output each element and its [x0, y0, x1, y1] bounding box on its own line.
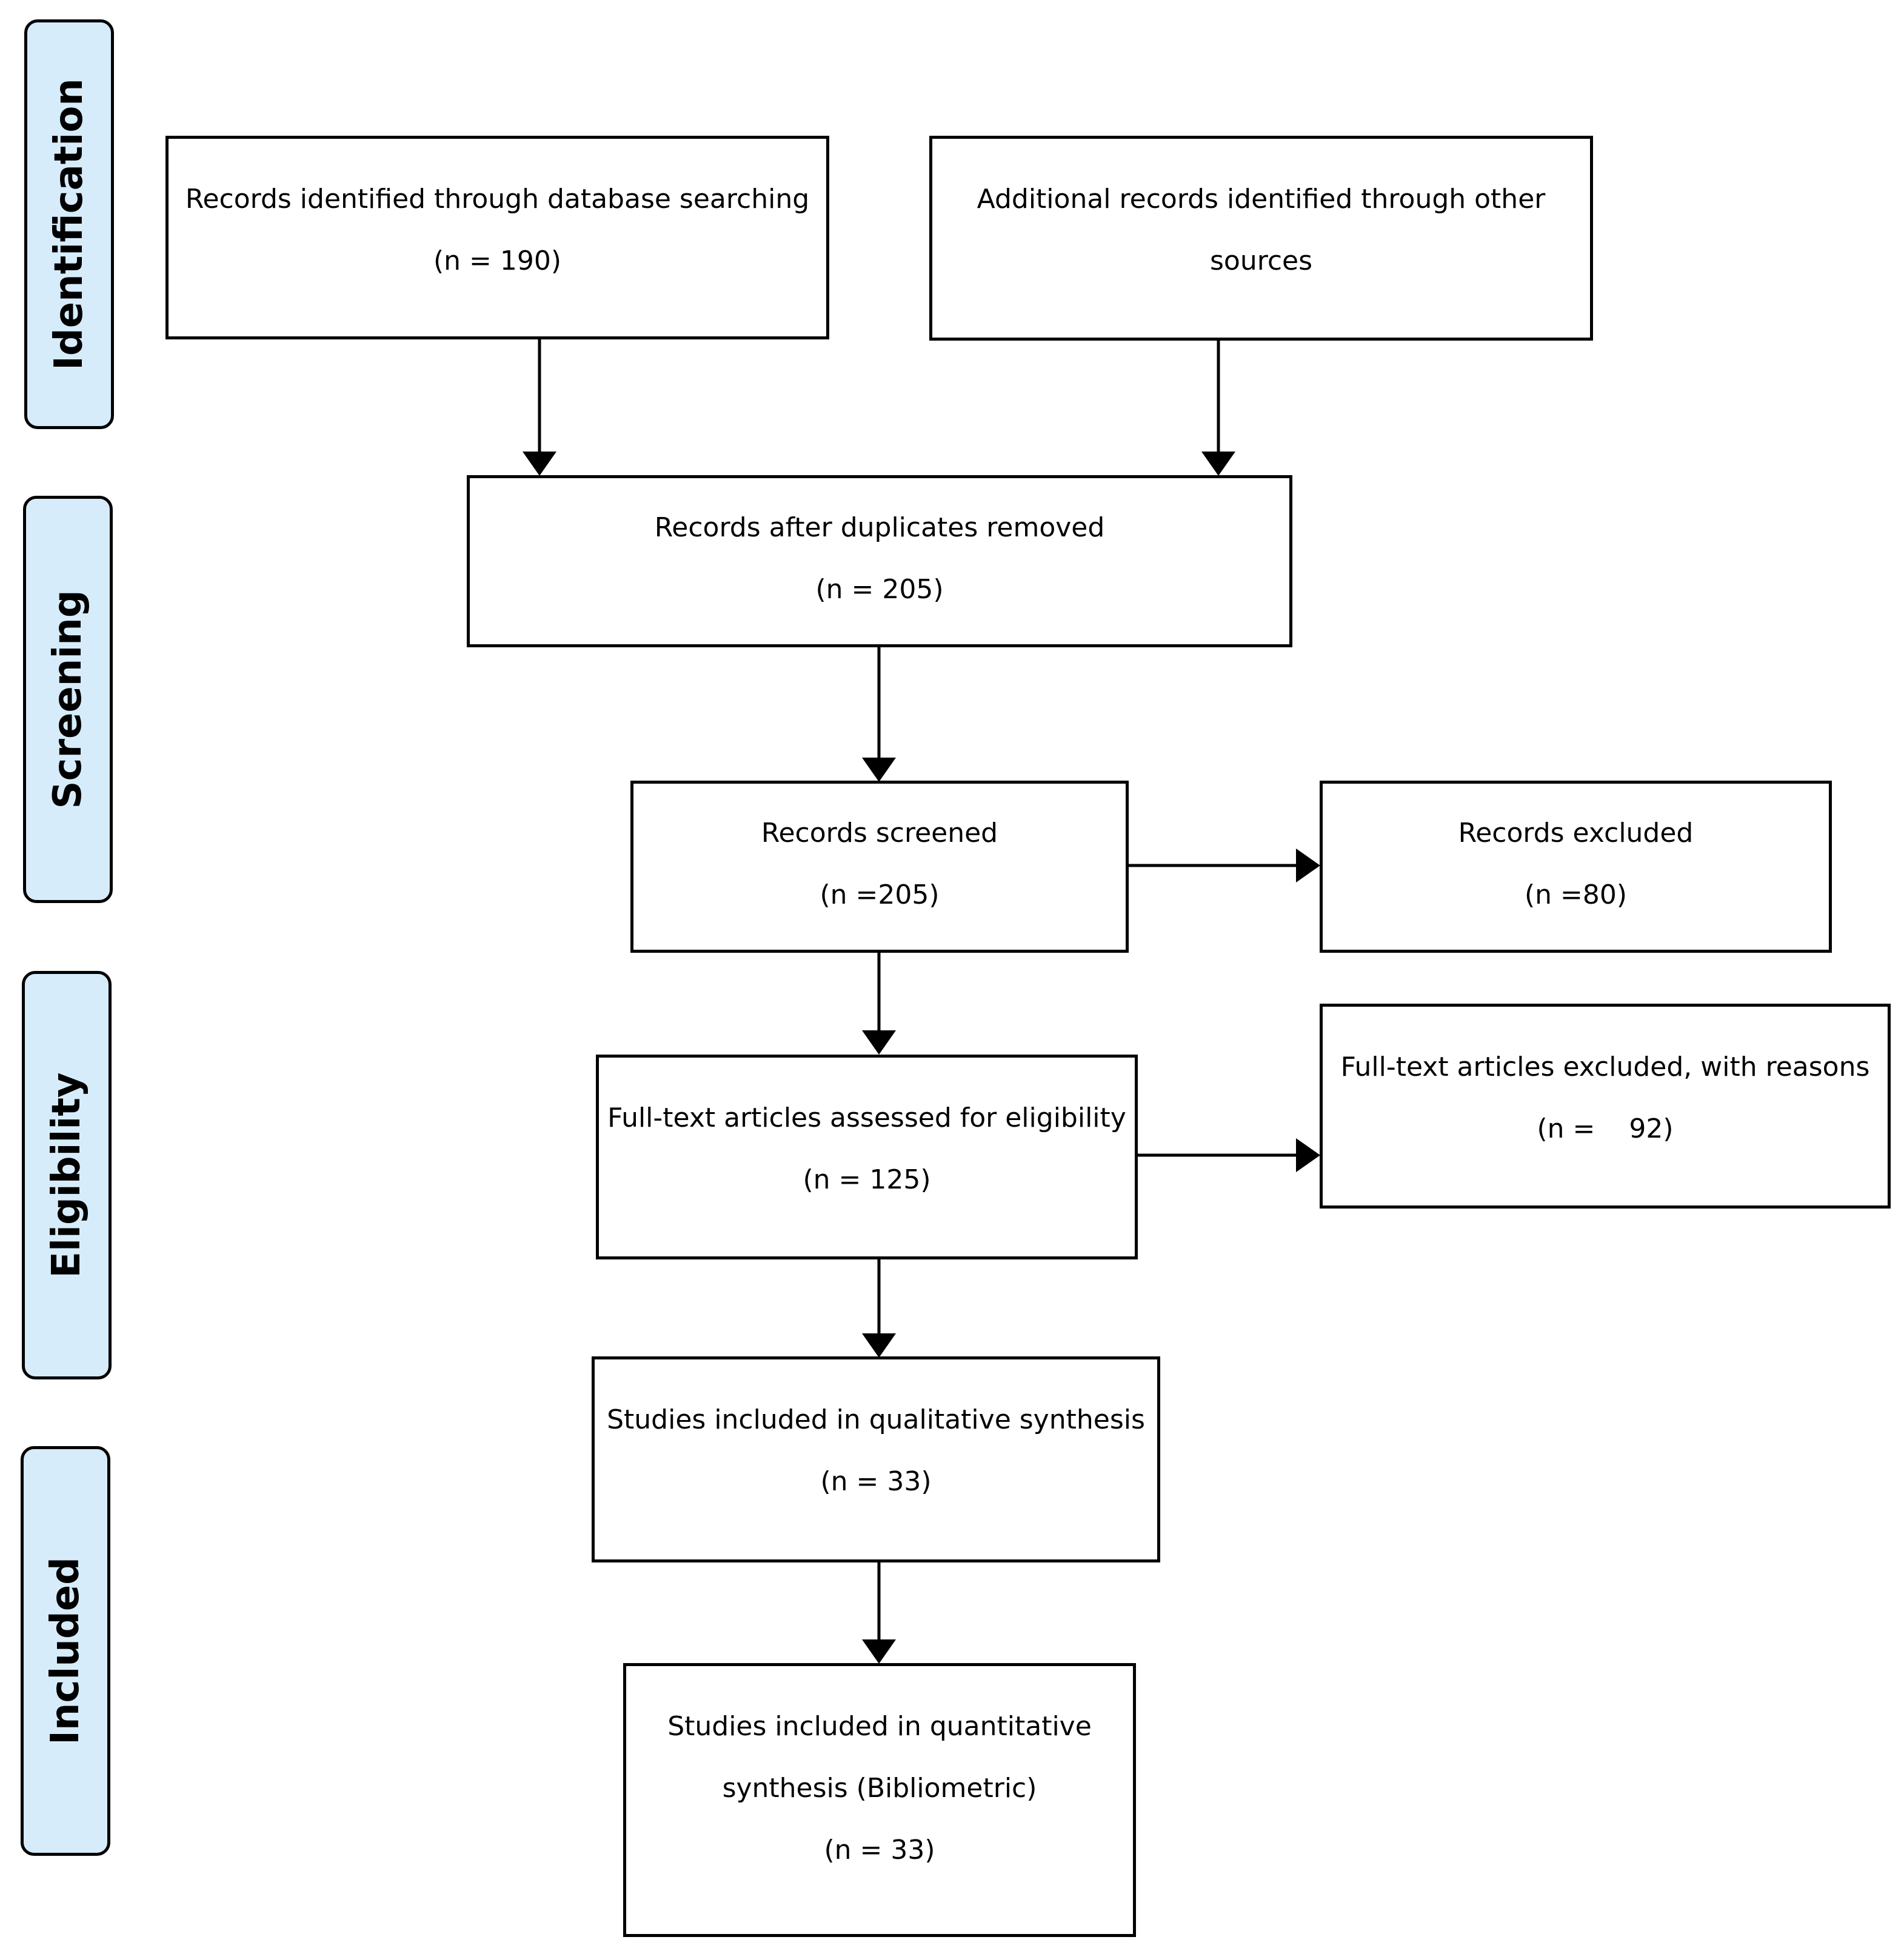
- arrowhead-other: [1201, 452, 1235, 476]
- quantitative-synthesis-label-line2: synthesis (Bibliometric): [722, 1773, 1037, 1804]
- database-records-label: Records identified through database sear…: [185, 184, 810, 215]
- arrowhead-qualitative: [862, 1333, 896, 1358]
- box-records-screened: Records screened (n =205): [630, 781, 1129, 953]
- full-text-assessed-label: Full-text articles assessed for eligibil…: [607, 1102, 1126, 1133]
- quantitative-synthesis-label-line1: Studies included in quantitative: [667, 1711, 1092, 1742]
- records-excluded-label: Records excluded: [1458, 818, 1694, 849]
- box-qualitative-synthesis: Studies included in qualitative synthesi…: [592, 1356, 1160, 1562]
- arrowhead-excluded: [1296, 849, 1320, 882]
- arrowhead-fulltext-excluded: [1296, 1138, 1320, 1172]
- full-text-excluded-count: (n = 92): [1537, 1113, 1674, 1144]
- duplicates-removed-count: (n = 205): [815, 574, 944, 605]
- arrowhead-database: [523, 452, 556, 476]
- arrowhead-duplicates: [862, 758, 896, 782]
- box-records-excluded: Records excluded (n =80): [1320, 781, 1832, 953]
- other-sources-label-line1: Additional records identified through ot…: [977, 184, 1546, 215]
- box-other-sources: Additional records identified through ot…: [929, 136, 1593, 341]
- full-text-excluded-label: Full-text articles excluded, with reason…: [1340, 1052, 1870, 1082]
- box-full-text-assessed: Full-text articles assessed for eligibil…: [596, 1055, 1138, 1259]
- full-text-assessed-count: (n = 125): [803, 1164, 931, 1195]
- qualitative-synthesis-label: Studies included in qualitative synthesi…: [607, 1404, 1145, 1435]
- other-sources-label-line2: sources: [1209, 245, 1313, 276]
- records-excluded-count: (n =80): [1524, 879, 1628, 910]
- records-screened-label: Records screened: [761, 818, 998, 849]
- box-quantitative-synthesis: Studies included in quantitative synthes…: [623, 1663, 1136, 1937]
- phase-screening: Screening: [23, 496, 113, 903]
- duplicates-removed-label: Records after duplicates removed: [654, 512, 1105, 543]
- box-database-records: Records identified through database sear…: [165, 136, 829, 339]
- box-full-text-excluded: Full-text articles excluded, with reason…: [1320, 1004, 1891, 1209]
- qualitative-synthesis-count: (n = 33): [820, 1466, 932, 1497]
- phase-identification: Identification: [24, 19, 114, 429]
- phase-eligibility: Eligibility: [22, 971, 112, 1379]
- arrowhead-fulltext: [862, 1030, 896, 1055]
- phase-included: Included: [21, 1446, 110, 1856]
- records-screened-count: (n =205): [820, 879, 940, 910]
- database-records-count: (n = 190): [433, 245, 562, 276]
- arrowhead-quantitative: [862, 1639, 896, 1664]
- box-duplicates-removed: Records after duplicates removed (n = 20…: [467, 475, 1292, 647]
- quantitative-synthesis-count: (n = 33): [824, 1835, 935, 1866]
